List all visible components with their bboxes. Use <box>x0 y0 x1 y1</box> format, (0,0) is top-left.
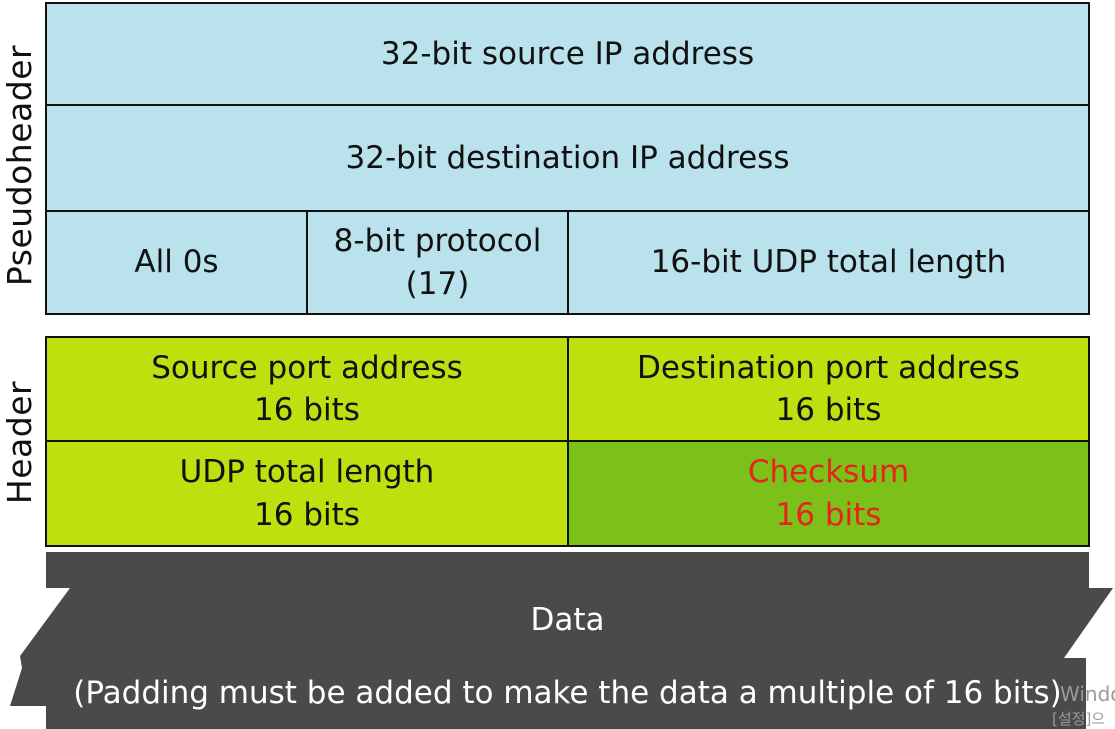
watermark-line1: Windo <box>1060 682 1115 706</box>
destination-port-text-line1: Destination port address <box>637 349 1020 386</box>
destination-port-field: Destination port address 16 bits <box>567 336 1090 442</box>
checksum-text-line1: Checksum <box>747 454 910 491</box>
data-label: Data <box>530 602 605 638</box>
source-port-field: Source port address 16 bits <box>45 336 569 442</box>
padding-note: (Padding must be added to make the data … <box>73 675 1062 711</box>
protocol-field: 8-bit protocol (17) <box>306 210 569 315</box>
udp-total-length-text-line2: 16 bits <box>254 496 360 533</box>
source-port-text-line1: Source port address <box>151 349 463 386</box>
source-ip-field: 32-bit source IP address <box>45 2 1090 106</box>
destination-port-text-line2: 16 bits <box>775 392 882 428</box>
checksum-field: Checksum 16 bits <box>567 440 1090 547</box>
watermark-line2: [설정]으 <box>1052 710 1106 728</box>
protocol-text-line2: (17) <box>405 265 470 302</box>
protocol-text-line1: 8-bit protocol <box>333 223 542 260</box>
destination-ip-text: 32-bit destination IP address <box>345 139 790 176</box>
udp-total-length-pseudo-field: 16-bit UDP total length <box>567 210 1090 315</box>
checksum-text-line2: 16 bits <box>775 496 882 533</box>
all-zeros-text: All 0s <box>134 244 219 281</box>
data-band-shape <box>10 552 1113 729</box>
source-port-text-line2: 16 bits <box>254 392 360 428</box>
source-ip-text: 32-bit source IP address <box>380 35 755 72</box>
udp-total-length-pseudo-text: 16-bit UDP total length <box>650 244 1007 281</box>
all-zeros-field: All 0s <box>45 210 308 315</box>
udp-total-length-text-line1: UDP total length <box>179 454 435 491</box>
udp-total-length-field: UDP total length 16 bits <box>45 440 569 547</box>
